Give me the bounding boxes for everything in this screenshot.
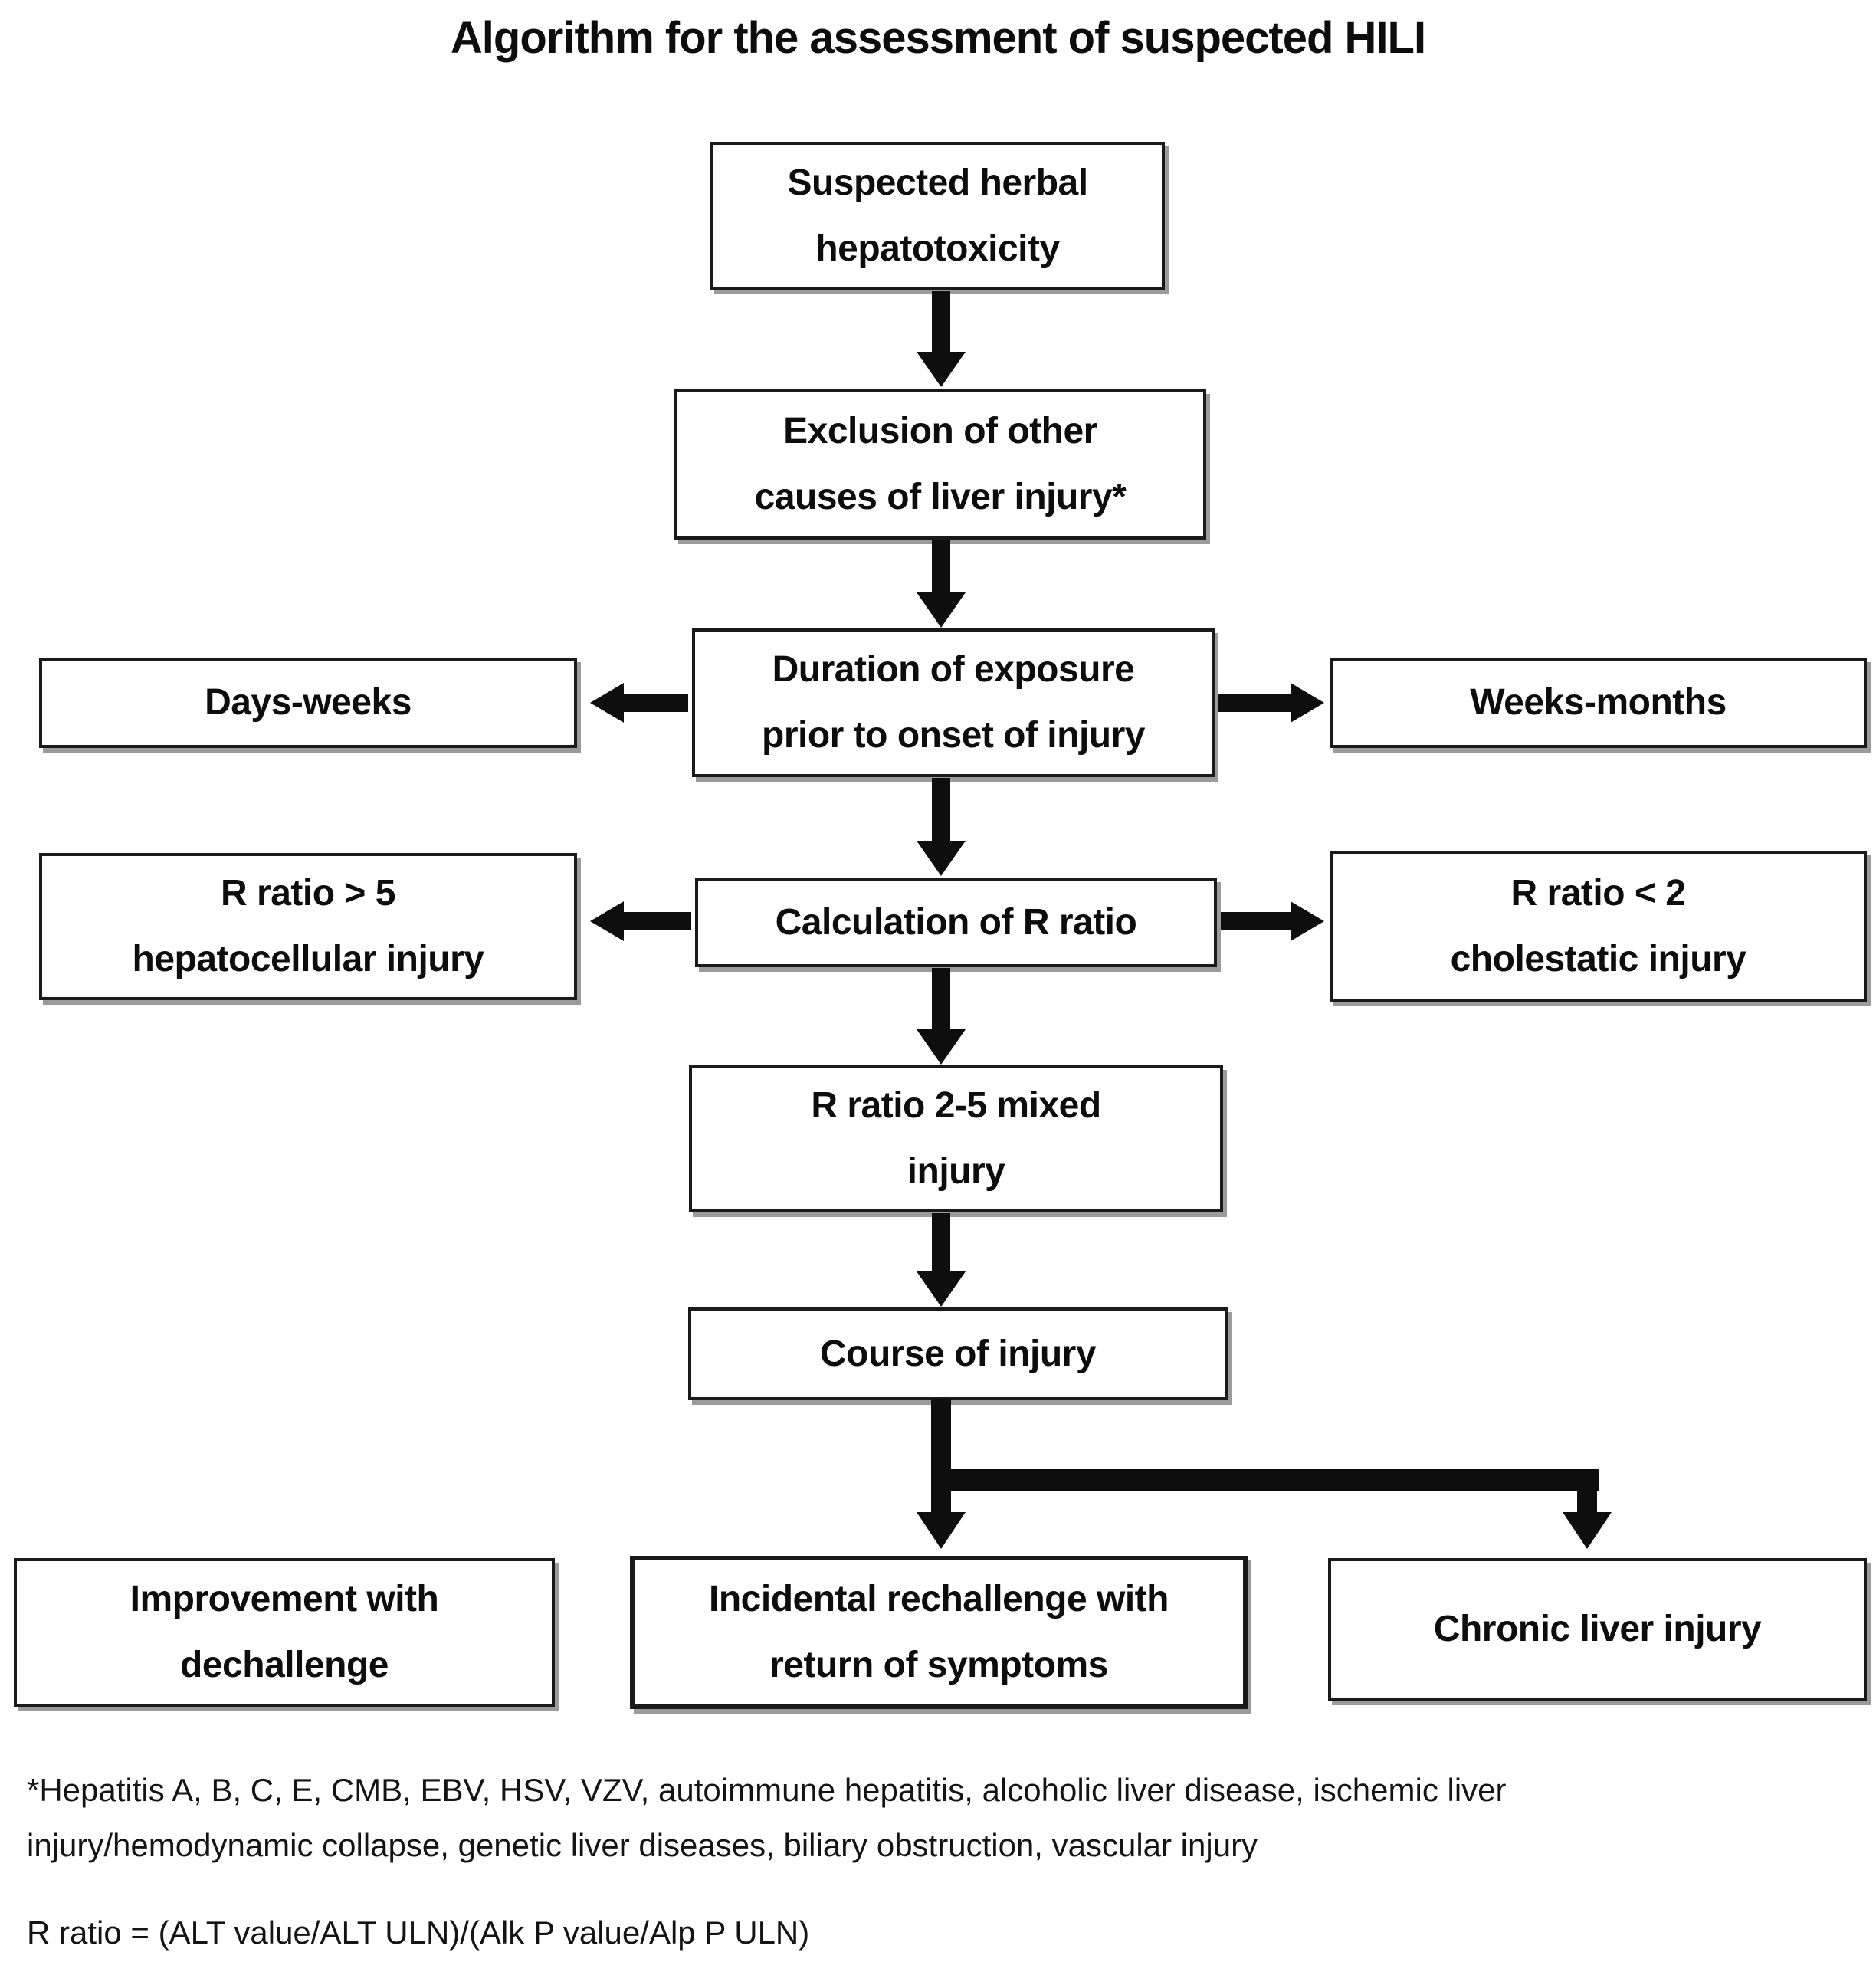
arrow-head <box>590 683 624 723</box>
arrow-shaft <box>624 694 688 712</box>
node-exclusion-of-other-causes: Exclusion of other causes of liver injur… <box>674 389 1206 540</box>
arrow-head <box>1291 901 1324 941</box>
node-text-line: hepatotoxicity <box>815 228 1060 269</box>
footnote-exclusion-causes: *Hepatitis A, B, C, E, CMB, EBV, HSV, VZ… <box>27 1763 1866 1873</box>
arrow-shaft <box>1221 912 1291 930</box>
node-text-line: Improvement with <box>130 1579 439 1619</box>
branch-vertical-shaft-center <box>931 1399 951 1512</box>
figure-title: Algorithm for the assessment of suspecte… <box>450 13 1426 63</box>
arrow-head <box>917 592 966 628</box>
arrow-shaft <box>932 540 950 592</box>
node-text-line: Calculation of R ratio <box>775 901 1137 943</box>
down-arrow-duration-to-calculation <box>917 778 966 876</box>
branch-arrow-head-center <box>917 1512 966 1549</box>
node-text-line: cholestatic injury <box>1450 938 1746 979</box>
footnote-line: injury/hemodynamic collapse, genetic liv… <box>27 1827 1258 1863</box>
node-text-line: causes of liver injury* <box>754 477 1127 517</box>
node-incidental-rechallenge: Incidental rechallenge with return of sy… <box>630 1556 1248 1709</box>
arrow-shaft <box>932 1213 950 1271</box>
arrow-shaft <box>932 291 950 352</box>
node-text-line: R ratio 2-5 mixed <box>811 1085 1101 1126</box>
arrow-head <box>917 352 966 387</box>
right-arrow-calculation-to-cholestatic <box>1221 901 1324 941</box>
branch-horizontal-bar <box>931 1469 1599 1491</box>
node-duration-of-exposure: Duration of exposure prior to onset of i… <box>692 628 1215 777</box>
node-text-line: Course of injury <box>819 1333 1097 1374</box>
node-text-line: dechallenge <box>180 1645 389 1685</box>
node-improvement-with-dechallenge: Improvement with dechallenge <box>14 1558 555 1707</box>
footnote-line: R ratio = (ALT value/ALT ULN)/(Alk P val… <box>27 1914 810 1951</box>
branch-arrow-head-right <box>1563 1512 1612 1549</box>
node-text-line: R ratio > 5 <box>221 873 395 914</box>
node-r-ratio-gt5-hepatocellular: R ratio > 5 hepatocellular injury <box>39 853 577 1000</box>
arrow-head <box>917 1271 966 1307</box>
node-text-line: Exclusion of other <box>783 411 1097 451</box>
arrow-shaft <box>932 968 950 1029</box>
arrow-head <box>917 841 966 876</box>
node-weeks-months: Weeks-months <box>1330 658 1867 748</box>
footnote-line: *Hepatitis A, B, C, E, CMB, EBV, HSV, VZ… <box>27 1772 1507 1808</box>
node-text-line: Days-weeks <box>205 682 412 723</box>
node-text-line: return of symptoms <box>769 1645 1108 1685</box>
arrow-shaft <box>932 778 950 841</box>
down-arrow-mixed-to-course <box>917 1213 966 1307</box>
arrow-head <box>590 901 624 941</box>
node-days-weeks: Days-weeks <box>39 658 577 748</box>
arrow-head <box>1291 683 1324 723</box>
node-chronic-liver-injury: Chronic liver injury <box>1328 1558 1867 1701</box>
node-text-line: hepatocellular injury <box>132 939 484 979</box>
node-text-line: Duration of exposure <box>772 649 1135 690</box>
node-course-of-injury: Course of injury <box>688 1307 1228 1400</box>
node-calculation-of-r-ratio: Calculation of R ratio <box>695 878 1217 967</box>
node-r-ratio-lt2-cholestatic: R ratio < 2 cholestatic injury <box>1330 851 1867 1002</box>
node-text-line: Incidental rechallenge with <box>709 1579 1169 1619</box>
left-arrow-calculation-to-hepatocellular <box>590 901 691 941</box>
arrow-head <box>917 1029 966 1065</box>
arrow-shaft <box>624 912 691 930</box>
arrow-shaft <box>1218 694 1291 712</box>
down-arrow-suspected-to-exclusion <box>917 291 966 387</box>
node-r-ratio-2-5-mixed-injury: R ratio 2-5 mixed injury <box>689 1065 1223 1212</box>
node-text-line: R ratio < 2 <box>1510 872 1686 914</box>
down-arrow-calculation-to-mixed <box>917 968 966 1065</box>
node-text-line: Weeks-months <box>1470 682 1727 723</box>
node-text-line: injury <box>907 1151 1005 1192</box>
node-text-line: prior to onset of injury <box>762 715 1146 756</box>
right-arrow-duration-to-weeks-months <box>1218 683 1324 723</box>
left-arrow-duration-to-days-weeks <box>590 683 688 723</box>
node-text-line: Suspected herbal <box>787 162 1088 203</box>
footnote-r-ratio-formula: R ratio = (ALT value/ALT ULN)/(Alk P val… <box>27 1905 1866 1960</box>
node-text-line: Chronic liver injury <box>1433 1609 1762 1649</box>
down-arrow-exclusion-to-duration <box>917 540 966 628</box>
node-suspected-herbal-hepatotoxicity: Suspected herbal hepatotoxicity <box>710 142 1165 290</box>
branch-vertical-shaft-right <box>1577 1469 1597 1512</box>
